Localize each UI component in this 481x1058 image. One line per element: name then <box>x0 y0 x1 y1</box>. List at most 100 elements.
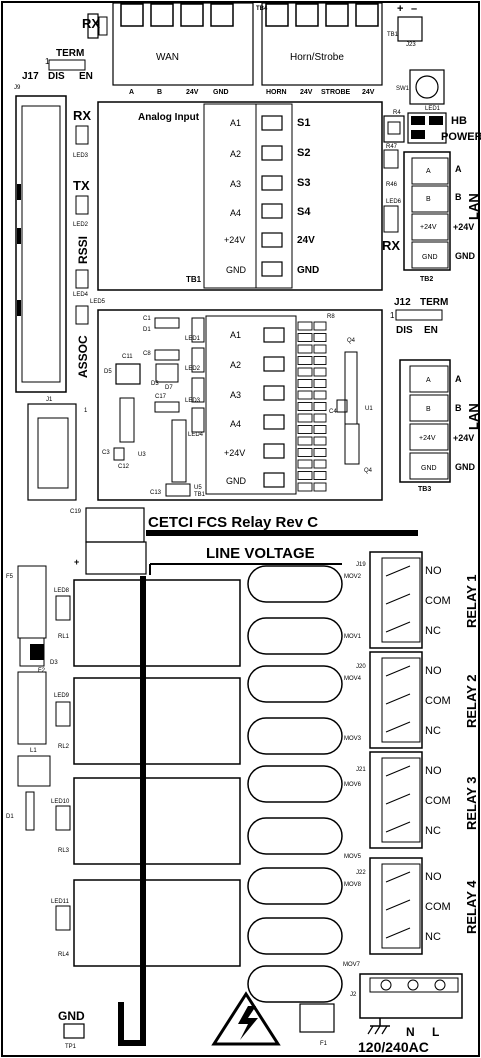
relay1-label: RELAY 1 <box>464 575 479 628</box>
relay2-pin-no: NO <box>425 665 442 677</box>
c19-label: C19 <box>70 509 82 515</box>
tb3-ext-gnd: GND <box>455 462 476 472</box>
r46-label: R46 <box>386 182 398 188</box>
led2-label: LED2 <box>73 222 89 228</box>
ai-out-gnd: GND <box>297 265 319 276</box>
comp-led4: LED4 <box>188 432 204 438</box>
comp-tb1: TB1 <box>194 492 206 498</box>
resistor-b <box>313 356 327 365</box>
relay2-label: RELAY 2 <box>464 675 479 728</box>
l-label: L <box>432 1025 439 1039</box>
resistor-b <box>313 379 327 388</box>
relay4-label: RELAY 4 <box>464 880 479 934</box>
comp-c17: C17 <box>155 394 167 400</box>
gnd-label: GND <box>58 1009 85 1023</box>
lan-label-mid: LAN <box>466 403 481 430</box>
analog-input-title: Analog Input <box>138 112 200 123</box>
relay3-pin-com: COM <box>425 795 451 807</box>
comp-c1: C1 <box>143 316 151 322</box>
tb81-label: TB1 <box>387 32 399 38</box>
mov2-label: MOV2 <box>344 574 362 580</box>
title-area: C19 + CETCI FCS Relay Rev C LINE VOLTAGE <box>70 507 418 575</box>
term-jumper-left: TERM 1 J17 DIS EN J9 <box>14 48 93 91</box>
j17-label: J17 <box>22 71 39 82</box>
mov3-label: MOV3 <box>344 736 362 742</box>
rl1-label: RL1 <box>58 634 70 640</box>
d3-label: D3 <box>50 660 58 666</box>
resistor-column-a <box>297 321 313 492</box>
tb2-pin-b: B <box>426 196 431 203</box>
rl4-label: RL4 <box>58 952 70 958</box>
sec-row-gnd: GND <box>226 476 247 486</box>
dis-label-right: DIS <box>396 325 413 336</box>
resistor-b <box>313 402 327 411</box>
ai-out-s4: S4 <box>297 206 311 218</box>
relay2-pin-nc: NC <box>425 725 441 737</box>
l1-label: L1 <box>30 748 37 754</box>
comp-q4-b: Q4 <box>364 468 373 474</box>
en-label-right: EN <box>424 325 438 336</box>
comp-led2: LED2 <box>185 366 201 372</box>
j1-pin-one: 1 <box>84 408 88 414</box>
ai-out-s2: S2 <box>297 147 310 159</box>
minus-sign: – <box>411 3 417 15</box>
sw1-button: SW1 <box>396 69 445 105</box>
resistor-a <box>297 321 313 331</box>
ai-row-a1: A1 <box>230 118 241 128</box>
earth-ground-icon <box>367 1018 390 1035</box>
tb2-ext-gnd: GND <box>455 251 476 261</box>
tb3-ext-a: A <box>455 374 462 384</box>
comp-led1: LED1 <box>185 336 201 342</box>
f1-label: F1 <box>320 1041 328 1047</box>
rl2-label: RL2 <box>58 744 70 750</box>
board-title: CETCI FCS Relay Rev C <box>148 514 318 531</box>
tb2-ext-b: B <box>455 192 462 202</box>
horn-pin-strobe: STROBE <box>321 89 351 96</box>
sec-row-24v: +24V <box>224 448 245 458</box>
plus-sign: + <box>397 3 403 15</box>
sec-row-a1: A1 <box>230 330 241 340</box>
comp-d3: D3 <box>151 381 159 387</box>
horn-pin-24v-b: 24V <box>362 89 375 96</box>
resistor-b <box>313 367 327 377</box>
top-left-rx-led: RX <box>82 13 108 39</box>
j21-label: J21 <box>356 767 366 773</box>
high-voltage-warning-icon <box>211 991 281 1046</box>
j22-label: J22 <box>356 870 366 876</box>
d1-label: D1 <box>6 814 14 820</box>
lan-terminal-tb2: A B +24V GND TB2 A B +24V GND LAN <box>403 151 481 283</box>
resistor-a <box>297 367 313 377</box>
ai-out-s3: S3 <box>297 177 310 189</box>
sec-row-a4: A4 <box>230 419 241 429</box>
resistor-b <box>313 459 327 469</box>
bottom-area: GND TP1 F1 J2 N L 120/240AC <box>58 973 463 1055</box>
j9-label: J9 <box>14 85 21 91</box>
led10-label: LED10 <box>51 799 70 805</box>
term-pin-one: 1 <box>45 57 50 66</box>
wan-pin-b: B <box>157 89 162 96</box>
relay1-pin-nc: NC <box>425 625 441 637</box>
relay1-pin-com: COM <box>425 595 451 607</box>
j12-label: J12 <box>394 297 411 308</box>
resistor-b <box>313 344 327 354</box>
horn-pin-horn: HORN <box>266 89 287 96</box>
wan-label: WAN <box>156 52 179 63</box>
wan-pin-24v: 24V <box>186 89 199 96</box>
relay3-pin-no: NO <box>425 765 442 777</box>
term-jumper-right: J12 TERM 1 DIS EN <box>390 297 448 336</box>
ai-row-a4: A4 <box>230 208 241 218</box>
tb3-pin-24v: +24V <box>419 435 436 442</box>
tb2-ext-24v: +24V <box>453 222 474 232</box>
resistor-a <box>297 379 313 388</box>
comp-c13: C13 <box>150 490 162 496</box>
comp-c11: C11 <box>122 354 133 360</box>
resistor-a <box>297 344 313 354</box>
tb2-pin-24v: +24V <box>420 224 437 231</box>
lan-label-top: LAN <box>466 193 481 220</box>
led1-label-right: LED1 <box>425 106 441 112</box>
comp-c4: C4 <box>329 409 337 415</box>
status-leds-left: RX LED3 TX LED2 RSSI LED4 LED5 ASSOC <box>73 108 106 378</box>
rx-label-top: RX <box>82 16 100 31</box>
rx-label: RX <box>73 108 91 123</box>
horn-pin-24v: 24V <box>300 89 313 96</box>
